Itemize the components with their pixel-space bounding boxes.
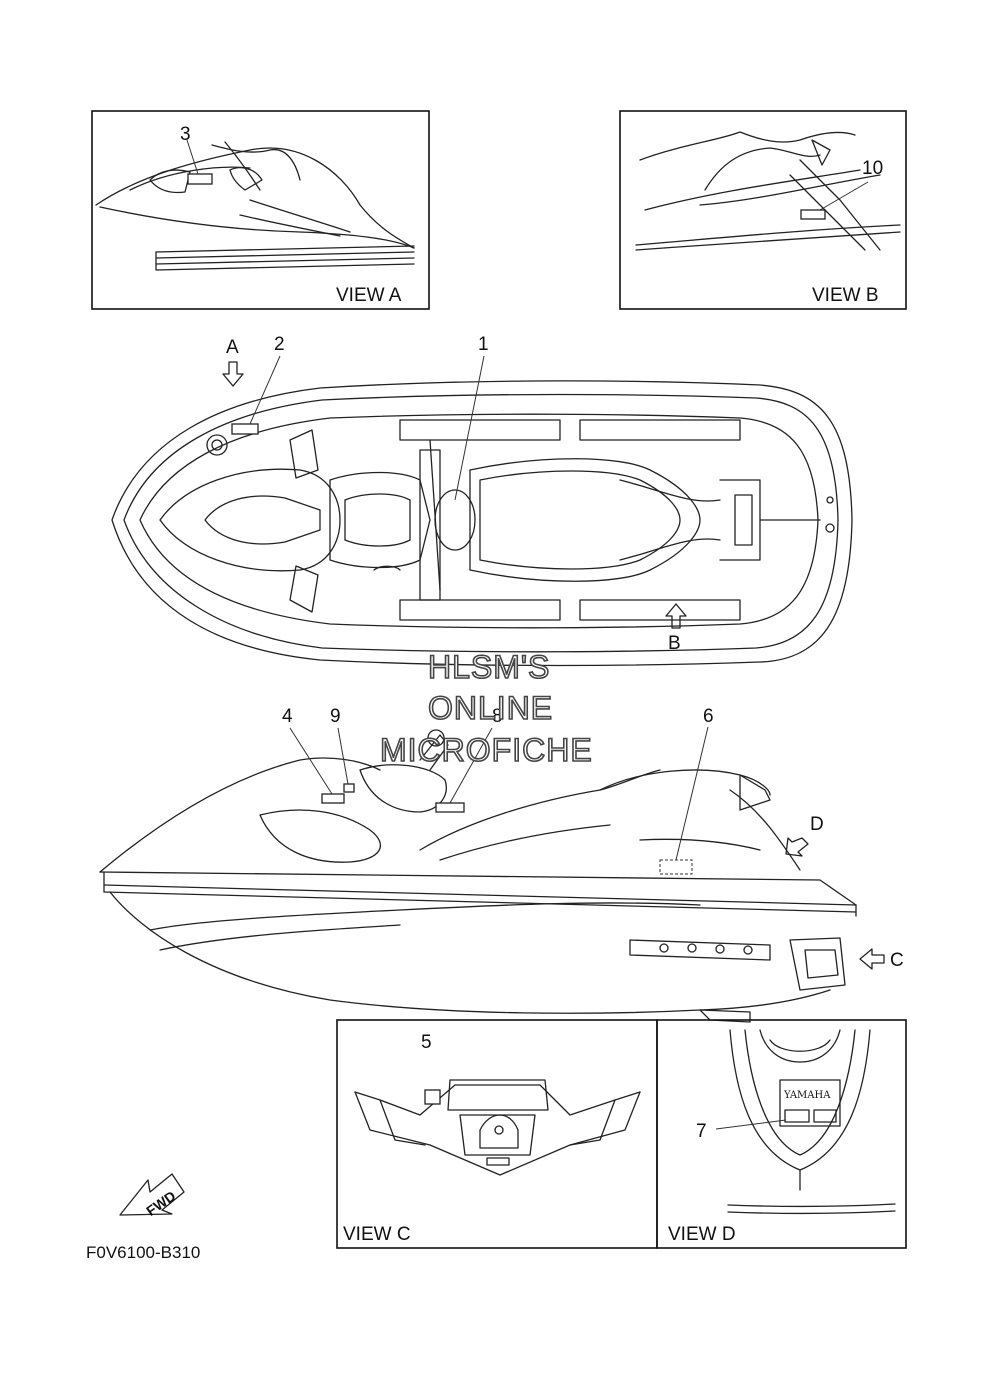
watermark-line-1: HLSM'S xyxy=(428,649,550,685)
callout-5: 5 xyxy=(421,1032,432,1053)
callout-9: 9 xyxy=(330,706,341,727)
callout-7: 7 xyxy=(696,1121,707,1142)
view-c-stern-drawing xyxy=(354,1079,641,1176)
side-view: 4 9 8 6 D C xyxy=(99,706,904,1023)
view-c-arrow xyxy=(859,948,885,970)
arrow-a-label: A xyxy=(226,337,239,358)
watermark: HLSM'S ONLINE MICROFICHE xyxy=(379,648,593,769)
view-a-label: VIEW A xyxy=(336,285,402,306)
view-d-panel: YAMAHA 7 VIEW D xyxy=(656,1019,907,1249)
arrow-c-label: C xyxy=(890,950,904,971)
view-c-panel: 5 VIEW C xyxy=(336,1019,658,1249)
view-b-arrow xyxy=(665,603,687,629)
forward-direction-arrow: FWD xyxy=(119,1173,185,1219)
arrow-b-label: B xyxy=(668,633,681,654)
watermark-line-2: ONLINE xyxy=(428,690,553,726)
side-view-hull-drawing xyxy=(99,726,857,1023)
view-c-label: VIEW C xyxy=(343,1224,411,1245)
callout-10: 10 xyxy=(862,158,883,179)
callout-1: 1 xyxy=(478,334,489,355)
callout-2: 2 xyxy=(274,334,285,355)
view-a-arrow xyxy=(222,361,244,387)
arrow-d-label: D xyxy=(810,814,824,835)
top-view: A 2 1 B xyxy=(111,334,853,667)
callout-8: 8 xyxy=(492,706,503,727)
view-b-hull-drawing xyxy=(635,131,901,251)
view-d-stern-drawing xyxy=(715,1029,896,1215)
view-d-arrow xyxy=(785,837,809,857)
view-a-panel: 3 VIEW A xyxy=(91,110,430,310)
top-view-hull-drawing xyxy=(111,355,853,667)
yamaha-brand-mark: YAMAHA xyxy=(783,1090,831,1101)
callout-4: 4 xyxy=(282,706,293,727)
view-a-hull-drawing xyxy=(95,139,415,271)
callout-6: 6 xyxy=(703,706,714,727)
callout-3: 3 xyxy=(180,124,191,145)
view-b-panel: 10 VIEW B xyxy=(619,110,907,310)
view-d-label: VIEW D xyxy=(668,1224,736,1245)
watermark-line-3: MICROFICHE xyxy=(380,732,593,768)
view-b-label: VIEW B xyxy=(812,285,879,306)
figure-code: F0V6100-B310 xyxy=(86,1243,200,1262)
